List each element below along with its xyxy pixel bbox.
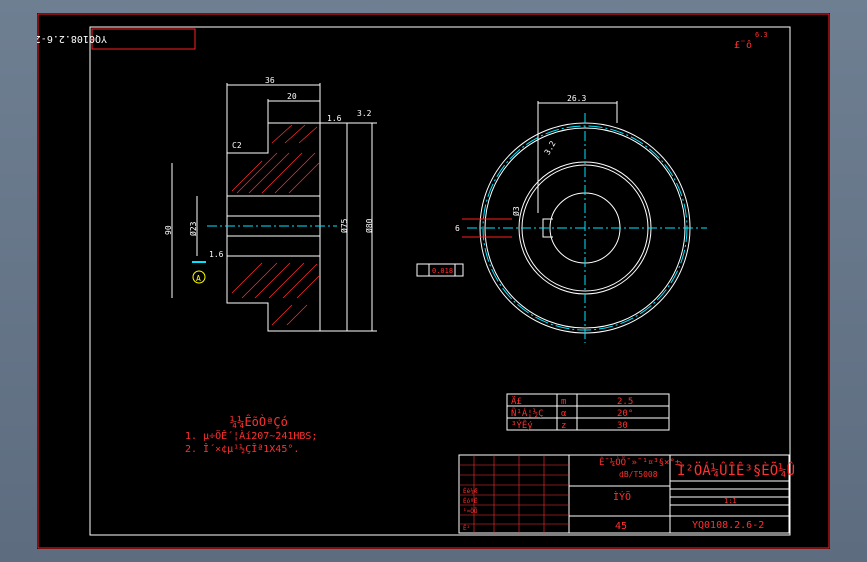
keyway-width-dim: 26.3 (567, 94, 586, 103)
gear-row-3-sym: z (561, 421, 566, 431)
dim-20: 20 (287, 92, 297, 101)
drawing-canvas[interactable]: YQ0108.2.6-2 £¨ô 6.3 (37, 13, 830, 549)
title-row-process: ¹¤ÒÕ (463, 508, 478, 515)
title-drawing-number: YQ0108.2.6-2 (692, 520, 764, 531)
title-drawing-name: Ì²ÖÁ¼ÛÎÊ³§ÈÕ¼Û (677, 461, 795, 479)
title-standard: dB/T5008 (619, 470, 658, 479)
outer-frame (37, 13, 830, 549)
top-ref-box (91, 28, 196, 50)
title-row-design: Éè¼Æ (463, 487, 478, 495)
title-part-name: ÌÝÕ (613, 490, 631, 503)
notes-heading: ¼¼ÊõÒªÇó (230, 414, 288, 429)
gear-row-1-value: 2.5 (617, 397, 633, 407)
inner-border (89, 26, 791, 536)
roughness-left: 1.6 (327, 114, 342, 123)
dim-75: Ø75 (339, 218, 349, 233)
datum-circle (192, 270, 206, 284)
gear-parameter-table (506, 393, 670, 431)
gear-row-2-value: 20° (617, 409, 633, 419)
dim-16: 1.6 (209, 250, 224, 259)
title-row-label: Ê² (463, 524, 470, 532)
gear-row-2-sym: α (561, 409, 567, 419)
dim-90: 90 (164, 225, 173, 235)
roughness-top: 3.2 (357, 109, 372, 118)
title-scale: 1:1 (724, 497, 737, 505)
engineering-drawing: YQ0108.2.6-2 £¨ô 6.3 (37, 13, 830, 549)
gear-row-1-sym: m (561, 397, 566, 407)
tolerance-value: 0.018 (432, 267, 453, 275)
gear-row-1-label: Ä£ (511, 396, 522, 407)
corner-roughness-mark: £¨ô (734, 39, 752, 51)
notes-line-1: 1. µ÷ÖÊ´¦Àí207~241HBS; (185, 429, 317, 442)
title-block (458, 454, 790, 534)
tolerance-frame (416, 263, 464, 277)
dim-80: Ø80 (364, 218, 374, 233)
corner-roughness-value: 6.3 (755, 31, 768, 39)
title-row-check: ÉóºË (463, 497, 478, 505)
dim-bore: Ø23 (188, 221, 198, 236)
gear-row-3-value: 30 (617, 421, 628, 431)
chamfer-note: C2 (232, 141, 242, 150)
title-company: Ê¯¼ÒÕ¯»¯¹¤³§×°±¸ (599, 456, 686, 468)
gear-row-3-label: ³ÝÊý (511, 419, 533, 431)
title-material: 45 (615, 521, 627, 532)
keyway-roughness: 3.2 (543, 139, 558, 156)
top-ref-label: YQ0108.2.6-2 (37, 33, 107, 44)
datum-label: A (196, 274, 201, 283)
notes-line-2: 2. Î´×¢µ¹½ÇÎª1X45°. (185, 442, 299, 455)
dim-36: 36 (265, 76, 275, 85)
front-view (462, 101, 707, 343)
section-view (171, 83, 377, 332)
side-label: 6 (455, 224, 460, 233)
gear-row-2-label: Ñ¹Á¦½Ç (511, 407, 544, 419)
keyway-depth: Ø3 (511, 206, 521, 216)
